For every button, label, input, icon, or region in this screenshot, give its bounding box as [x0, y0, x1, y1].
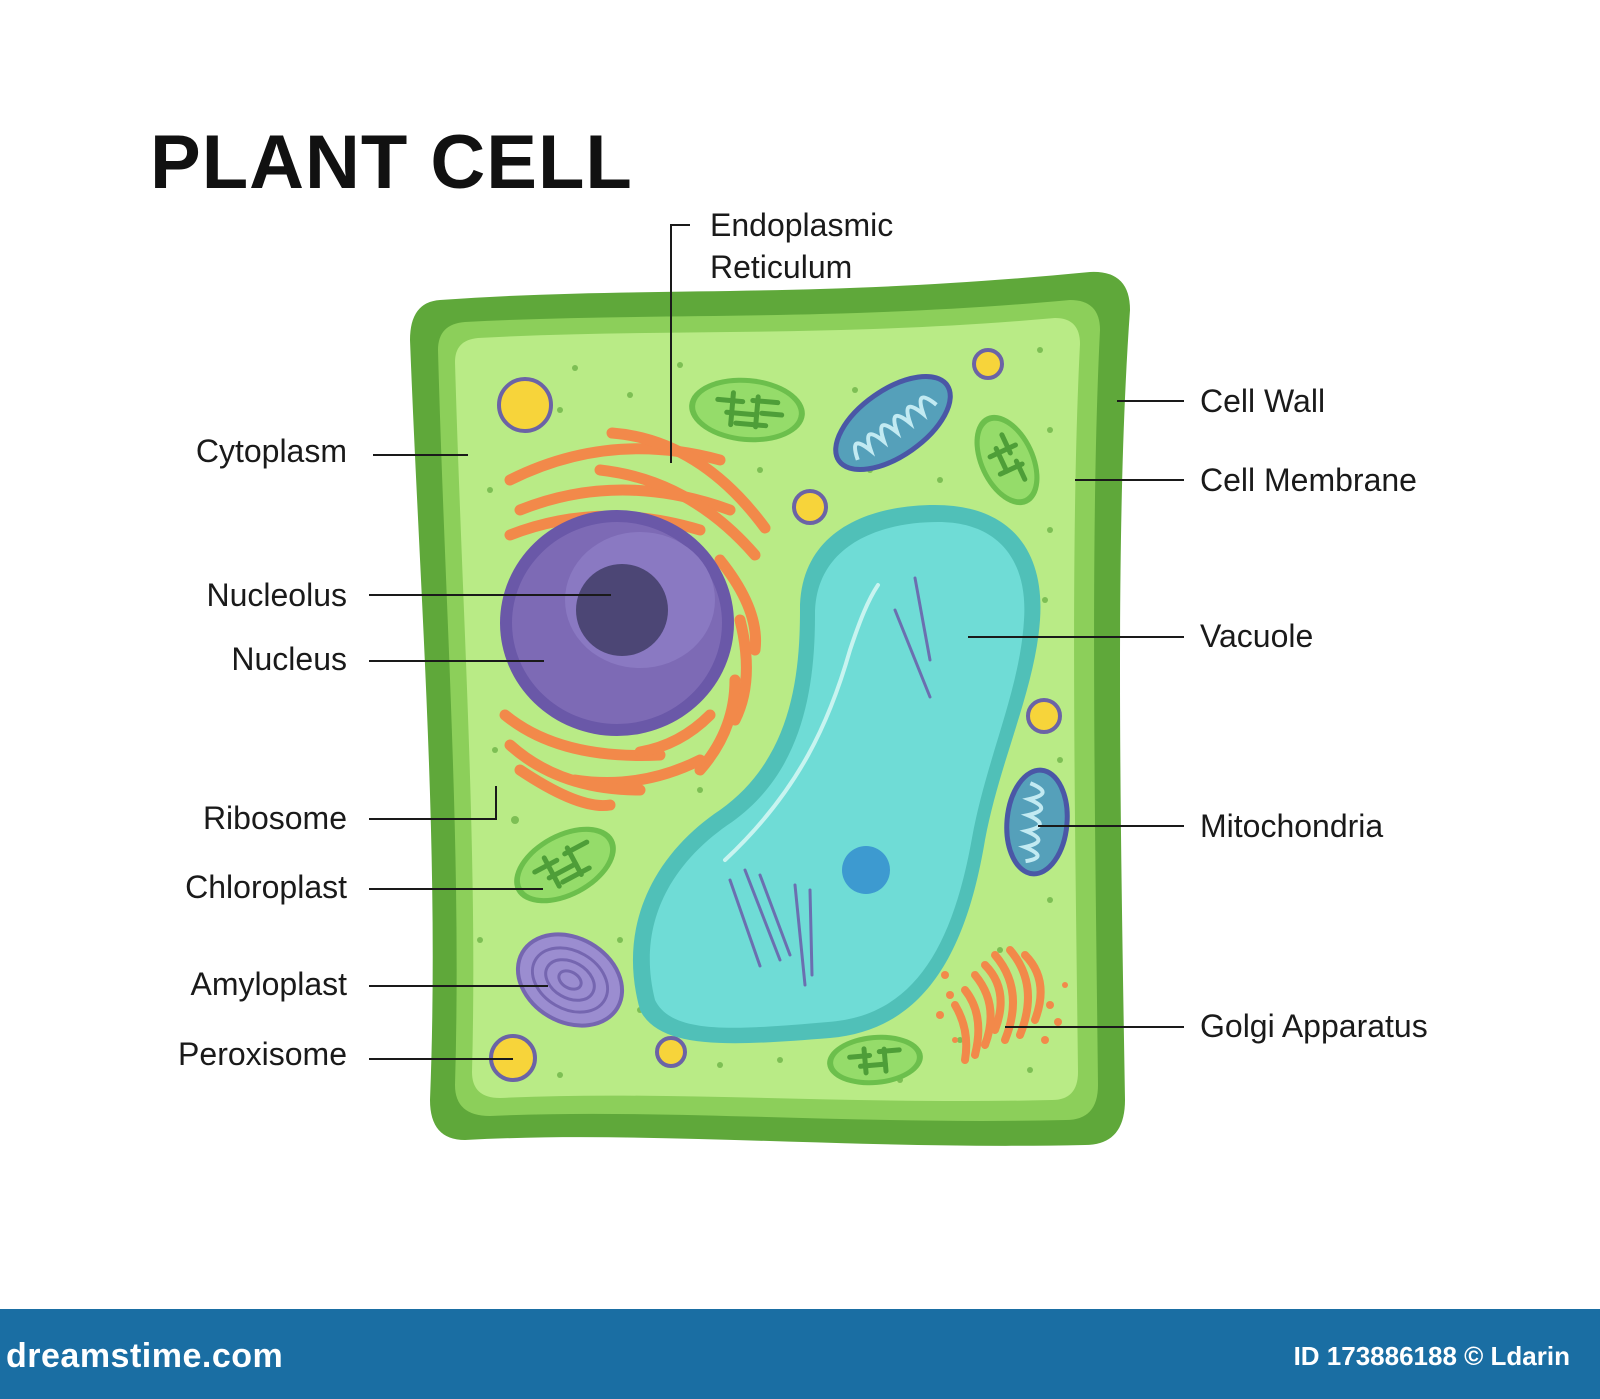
chloroplast-left: [514, 826, 616, 904]
leader-lines: [369, 224, 1184, 1060]
label-ribosome: Ribosome: [203, 800, 347, 836]
label-amyloplast: Amyloplast: [191, 966, 348, 1002]
endoplasmic-reticulum: [499, 427, 771, 812]
label-chloroplast: Chloroplast: [185, 869, 347, 905]
golgi-apparatus: [951, 946, 1045, 1064]
plant-cell-diagram: Endoplasmic Reticulum Cytoplasm Nucleolu…: [178, 207, 1428, 1146]
label-golgi-apparatus: Golgi Apparatus: [1200, 1008, 1428, 1044]
label-peroxisome: Peroxisome: [178, 1036, 347, 1072]
mitochondrion-right: [1004, 767, 1070, 877]
label-cell-membrane: Cell Membrane: [1200, 462, 1417, 498]
mitochondrion-top: [833, 373, 953, 473]
amyloplast: [515, 932, 625, 1028]
peroxisomes: [489, 348, 1062, 1082]
chloroplast-right: [974, 414, 1040, 506]
footer-bar: dreamstime.com ID 173886188 © Ldarin: [0, 1309, 1600, 1399]
vacuole: [632, 505, 1041, 1044]
label-nucleolus: Nucleolus: [206, 577, 347, 613]
label-endoplasmic-reticulum: Endoplasmic Reticulum: [710, 207, 902, 285]
label-er-line-2: Reticulum: [710, 249, 852, 285]
label-mitochondria: Mitochondria: [1200, 808, 1383, 844]
page-title: PLANT CELL: [150, 120, 633, 205]
label-nucleus: Nucleus: [231, 641, 347, 677]
nucleus: [500, 510, 734, 736]
label-vacuole: Vacuole: [1200, 618, 1313, 654]
chloroplast-bottom: [827, 1034, 923, 1086]
label-cell-wall: Cell Wall: [1200, 383, 1325, 419]
label-er-line-1: Endoplasmic: [710, 207, 893, 243]
footer-brand[interactable]: dreamstime.com: [6, 1337, 284, 1375]
nucleolus: [576, 564, 668, 656]
label-cytoplasm: Cytoplasm: [196, 433, 347, 469]
golgi-vesicles: [936, 971, 1068, 1044]
footer-image-id: ID 173886188 © Ldarin: [1293, 1341, 1570, 1371]
chloroplast-top: [689, 377, 805, 443]
